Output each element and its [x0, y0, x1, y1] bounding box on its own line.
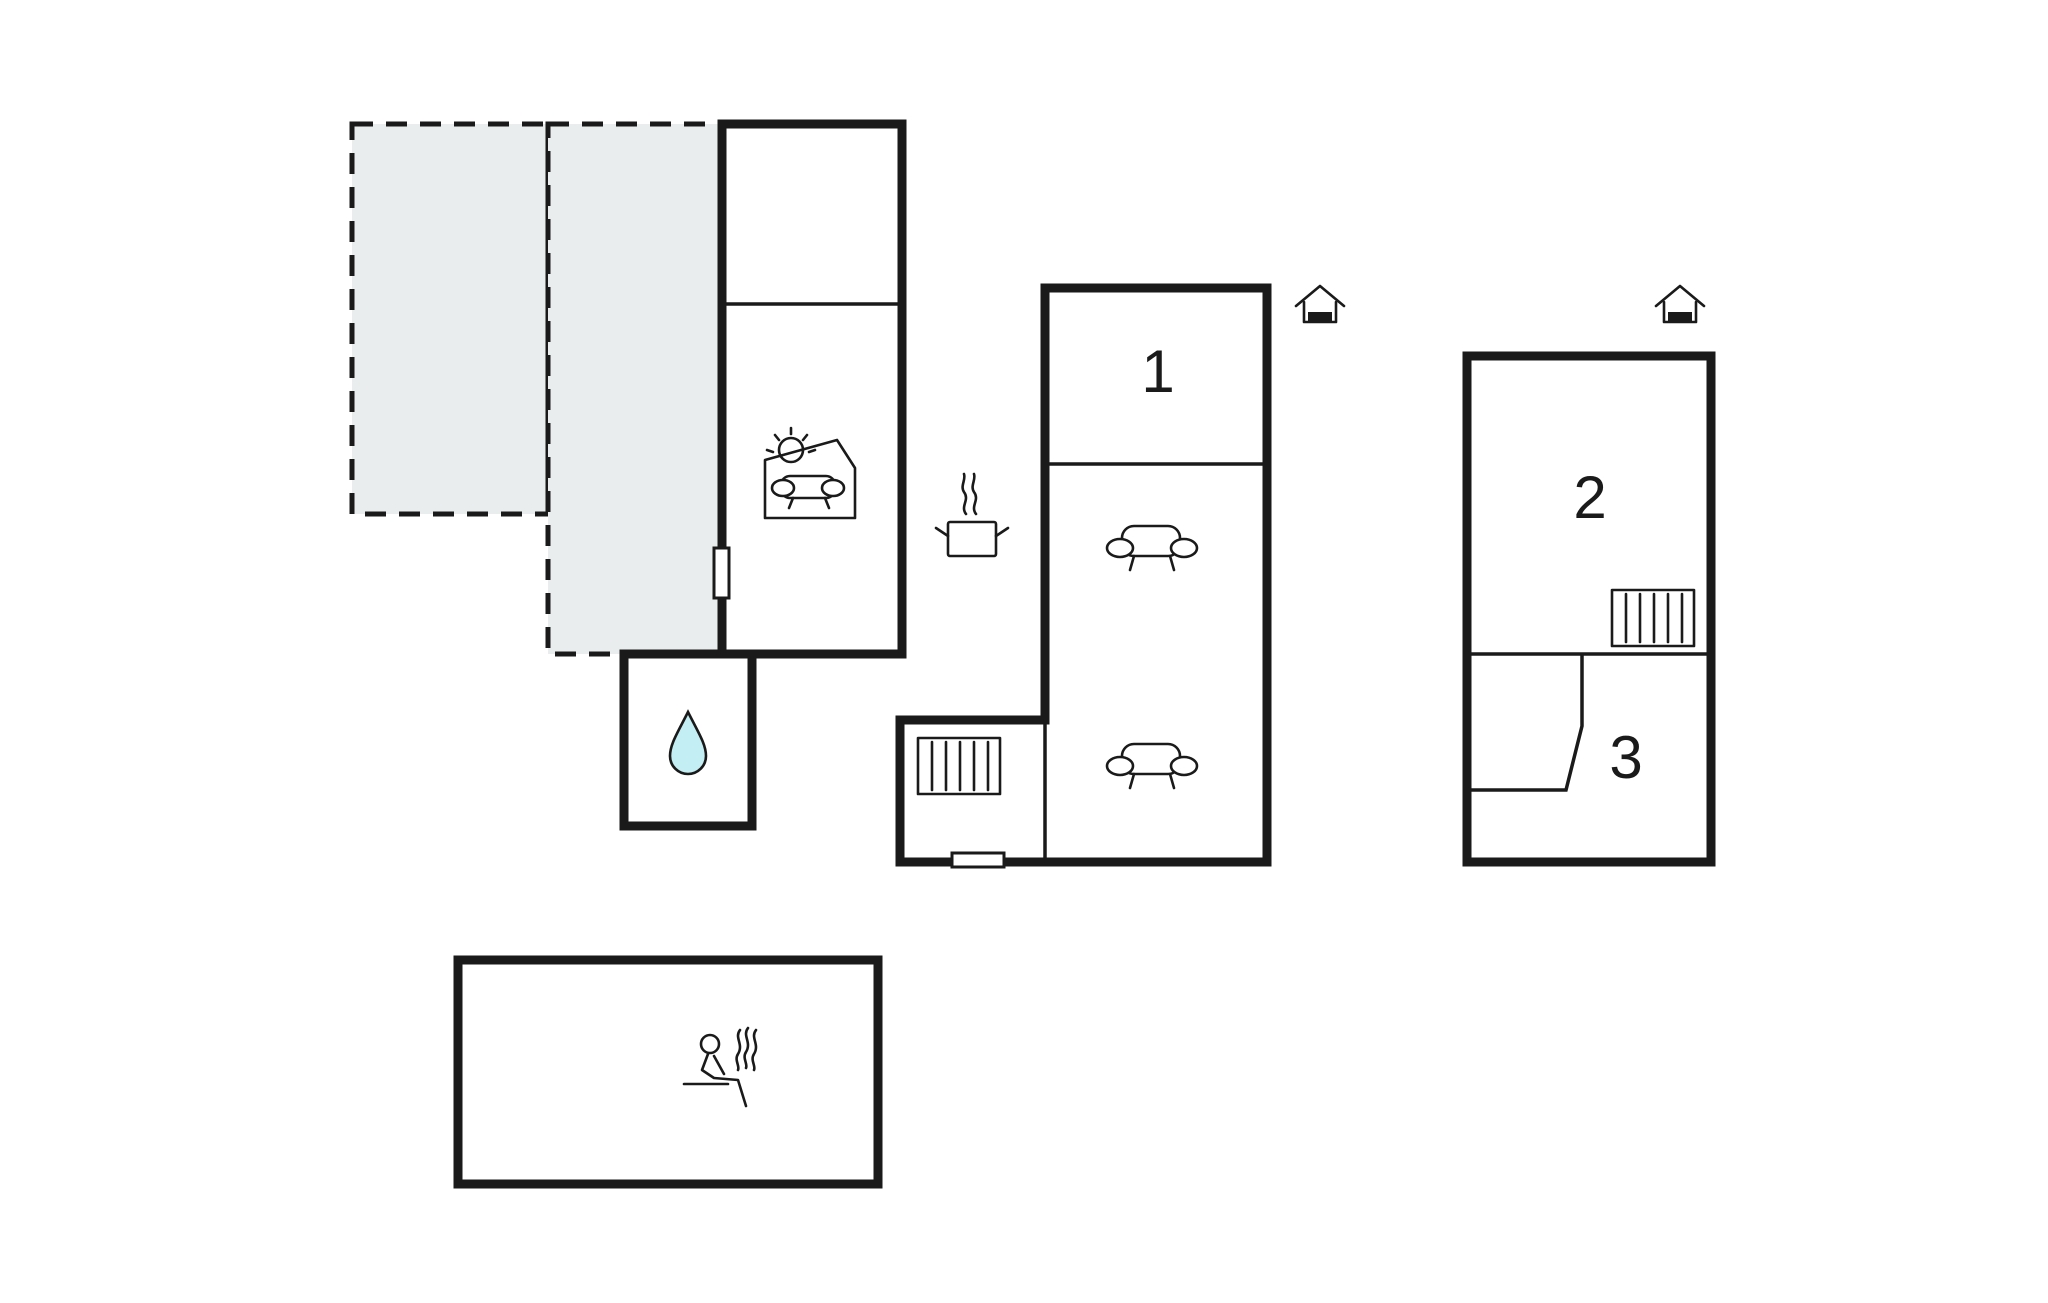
room-label-2: 2: [1573, 464, 1606, 531]
terrace-left: [349, 121, 551, 517]
room-label-1: 1: [1141, 338, 1174, 405]
building-b: 1: [895, 283, 1272, 869]
door-marker: [712, 546, 731, 600]
building-c: 2 3: [1462, 351, 1716, 867]
terrace-area: [349, 121, 725, 657]
winter-garden-sofa-icon: [763, 426, 857, 520]
winter-garden-room: [717, 119, 907, 659]
stairs-icon-2: [1610, 588, 1696, 648]
stair-wall: [1467, 654, 1584, 792]
sauna-icon: [682, 1026, 758, 1108]
floor-marker-icon-1: [1294, 284, 1346, 324]
room-label-3: 3: [1609, 724, 1642, 791]
entrance-door: [950, 851, 1006, 869]
building-c-walls: [1462, 351, 1716, 867]
cooking-pot-icon: [934, 472, 1010, 558]
water-drop-icon: [668, 709, 708, 776]
water-room: [619, 649, 757, 831]
stairs-icon: [916, 736, 1002, 796]
terrace-right: [545, 121, 725, 657]
building-a: [619, 119, 907, 831]
sauna-room: [453, 955, 883, 1189]
sofa-icon-2: [1105, 742, 1199, 790]
bed-floor-icon: [1654, 284, 1706, 324]
sofa-icon: [1105, 524, 1199, 572]
building-d: [453, 955, 883, 1189]
